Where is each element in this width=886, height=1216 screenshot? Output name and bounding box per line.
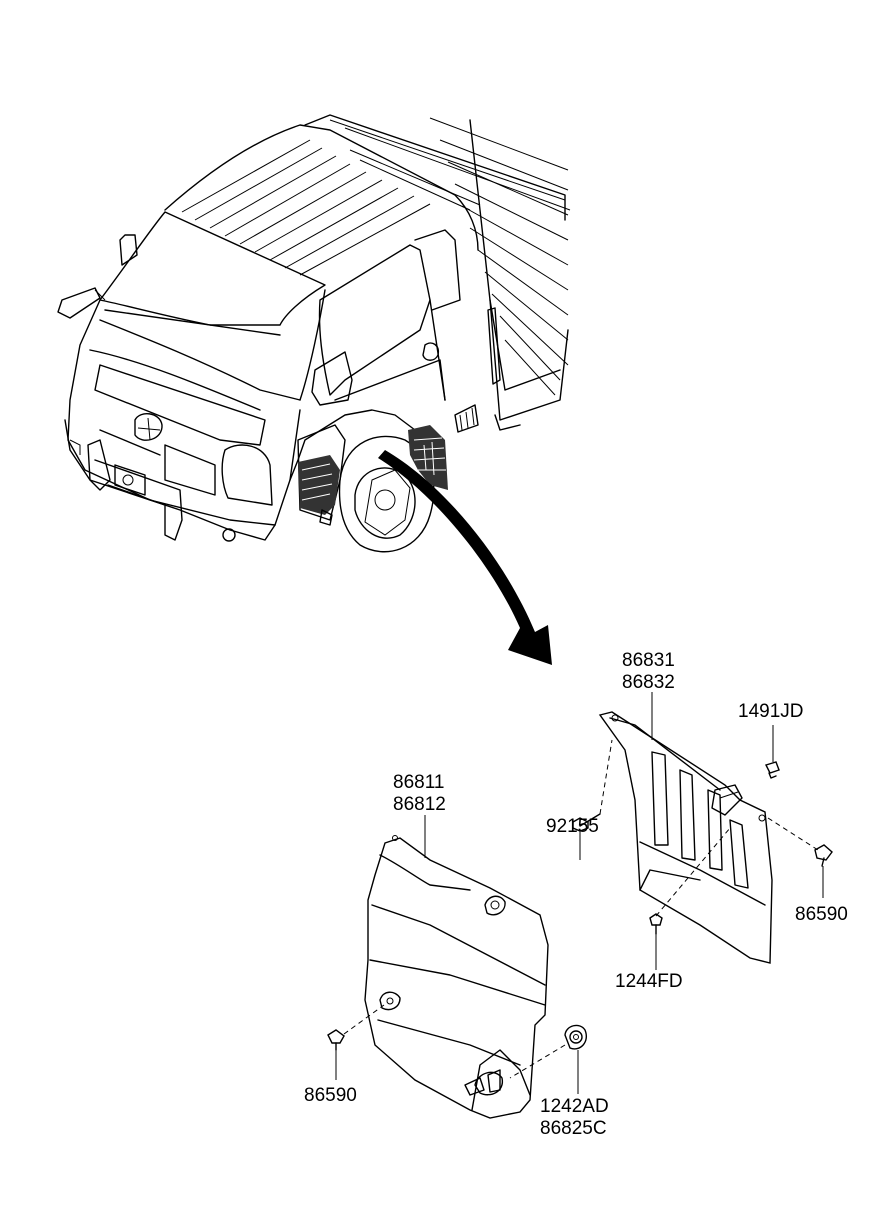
label-nut-1: 1242AD (540, 1096, 609, 1117)
label-grommet-left: 86590 (304, 1085, 357, 1106)
label-nut-2: 86825C (540, 1118, 607, 1139)
label-lower-panel-2: 86812 (393, 794, 446, 815)
nut-icon (509, 1024, 587, 1094)
label-screw-upper: 92155 (546, 816, 599, 837)
label-upper-panel-1: 86831 (622, 650, 675, 671)
label-grommet-right: 86590 (795, 904, 848, 925)
front-mud-guard-panel (364, 835, 549, 1119)
rear-mud-guard-highlight (408, 425, 448, 490)
label-upper-panel-2: 86832 (622, 672, 675, 693)
grommet-icon-left (327, 1004, 385, 1080)
callout-arrow (378, 450, 552, 665)
label-clip-upper: 1491JD (738, 701, 804, 722)
truck-illustration (57, 114, 571, 553)
clip-icon (765, 725, 780, 779)
label-lower-panel-1: 86811 (393, 772, 445, 793)
rear-mud-guard-panel (598, 711, 773, 964)
front-mud-guard-highlight (298, 455, 340, 526)
bolt-icon-lower (649, 827, 731, 970)
grommet-icon (767, 817, 833, 898)
bolt-icon (572, 739, 613, 860)
label-screw-lower: 1244FD (615, 971, 683, 992)
